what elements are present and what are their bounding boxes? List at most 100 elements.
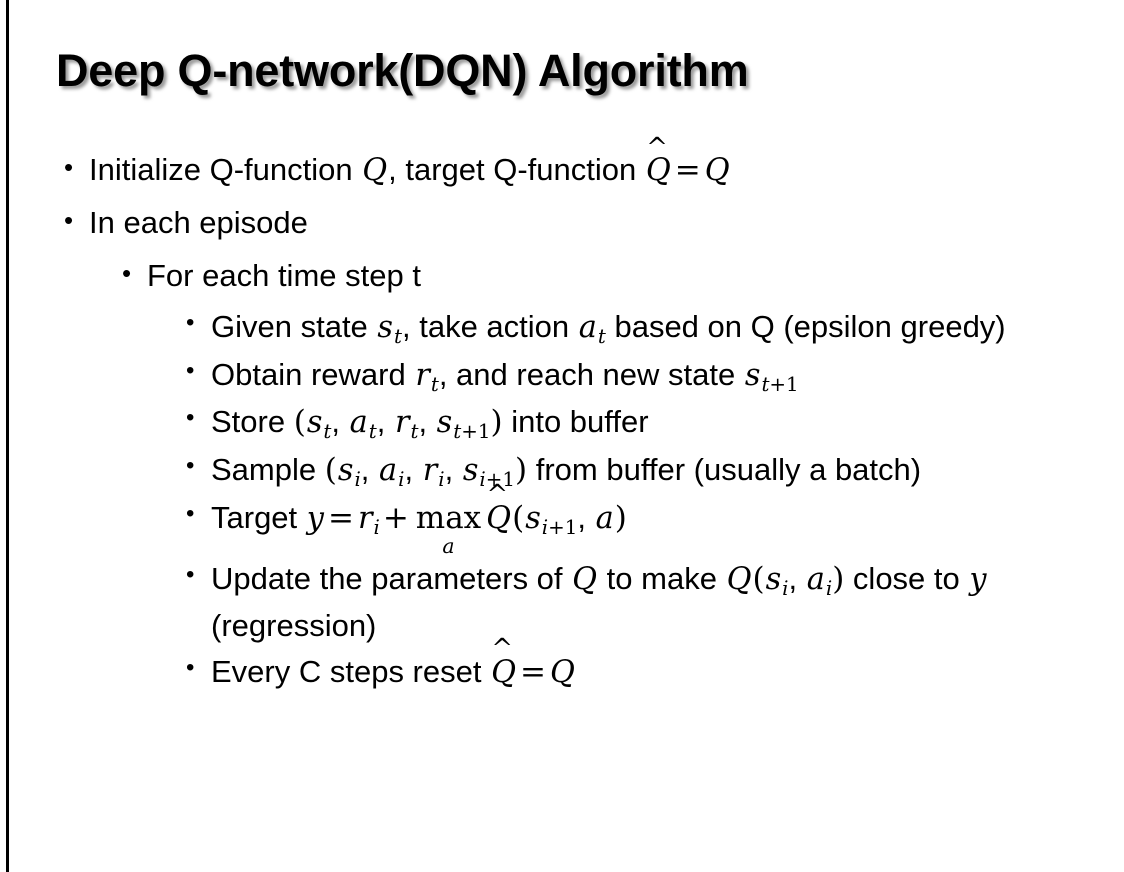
text-run: , take action [401,308,578,344]
math-operator: = [327,499,354,536]
text-run: into buffer [502,404,649,440]
text-run: (regression) [211,607,377,643]
math-subscript: i [825,577,833,601]
math-subscript: t [394,324,402,348]
math-subscript: i [373,515,380,539]
math-variable: Q [704,153,730,188]
math-subscript: i [782,577,789,601]
math-variable: Q [726,562,752,598]
math-variable: Q [572,562,598,598]
math-variable: y [969,562,987,598]
math-subscripted-variable: rt [415,357,439,396]
text-run: , [444,452,462,488]
text-run: Given state [211,308,377,344]
bullet-dot-icon: • [186,653,195,681]
bullet-dot-icon: • [186,499,195,527]
bullet-text: In each episode [89,201,969,246]
text-run: , and reach new state [438,356,744,392]
bullet-dot-icon: • [186,308,195,336]
bullet-item-obtain-reward: • Obtain reward rt, and reach new state s… [0,353,1124,400]
bullet-dot-icon: • [186,561,195,589]
math-subscripted-variable: ri [357,500,380,539]
bullet-dot-icon: • [64,152,74,182]
math-subscripted-variable: si [337,453,361,491]
circumflex-accent-icon: ^ [646,132,668,163]
bullet-text: For each time step t [147,254,1027,299]
text-run: Initialize Q-function [89,152,362,187]
bullet-text: Update the parameters of Q to make Q(si,… [211,557,1091,649]
bullet-item-for-each-time-step: • For each time step t [0,254,1124,299]
text-run: close to [844,561,969,597]
text-run: , [404,452,422,488]
text-run: Every C steps reset [211,653,491,689]
bullet-text: Sample (si, ai, ri, si+1) from buffer (u… [211,448,1091,495]
text-run: , [577,499,595,535]
math-subscripted-variable: at [349,405,377,444]
bullet-item-reset-target-network: • Every C steps reset Q^=Q [0,637,1124,695]
text-run: In each episode [89,205,308,241]
bullet-text: Store (st, at, rt, st+1) into buffer [211,400,1091,447]
math-subscript: i+1 [541,515,578,539]
math-subscripted-variable: at [578,309,606,348]
text-run: Target [211,499,306,535]
bullet-item-update-parameters: • Update the parameters of Q to make Q(si… [0,557,1124,649]
math-paren: ( [293,404,306,441]
math-operator: + [382,499,409,536]
math-subscripted-variable: si+1 [462,453,515,491]
text-run: Obtain reward [211,356,415,392]
math-subscripted-variable: ri [422,453,445,491]
math-subscripted-variable: rt [394,405,419,444]
math-subscripted-variable: ai [806,562,833,601]
bullet-text: Obtain reward rt, and reach new state st… [211,353,1091,400]
bullet-dot-icon: • [64,205,74,236]
math-variable: a [595,500,614,536]
bullet-text: Given state st, take action at based on … [211,305,1091,352]
math-variable: Q [362,153,388,188]
math-variable: y [306,500,324,536]
math-subscript: t+1 [453,420,491,444]
text-run: Sample [211,452,325,488]
math-subscript: t [410,420,419,444]
text-run: For each time step t [147,257,421,293]
math-subscripted-variable: ai [379,453,405,491]
text-run: , [376,404,394,440]
math-subscript: i [398,467,405,491]
math-subscripted-variable: st [377,309,402,348]
bullet-text: Every C steps reset Q^=Q [211,637,1091,695]
math-operator: = [674,152,701,188]
bullet-dot-icon: • [122,257,132,288]
math-variable-hat: Q^ [645,132,671,188]
text-run: based on Q (epsilon greedy) [605,308,1006,344]
bullet-item-given-state: • Given state st, take action at based on… [0,305,1124,352]
math-subscript: i [438,467,445,491]
bullet-dot-icon: • [186,404,195,432]
circumflex-accent-icon: ^ [486,480,509,511]
math-subscript: t [597,324,606,348]
math-subscripted-variable: si+1 [525,500,578,539]
math-paren: ) [832,561,845,598]
math-max-subscript: a [442,533,455,558]
math-subscript: t [430,372,439,396]
text-run: , [360,452,379,488]
math-paren: ( [512,499,525,536]
text-run: , target Q-function [388,152,645,187]
text-run: from buffer (usually a batch) [527,452,922,488]
math-subscripted-variable: st+1 [436,405,491,444]
math-subscript: i [354,467,361,491]
math-subscript: t+1 [761,372,799,396]
bullet-dot-icon: • [186,356,195,384]
page-title: Deep Q-network(DQN) Algorithm [56,45,749,96]
math-variable-hat: Q^ [486,480,512,536]
text-run: , [788,561,806,597]
math-subscript: t [323,420,332,444]
text-run: , [331,404,349,440]
bullet-dot-icon: • [186,452,195,480]
text-run: to make [598,561,726,597]
text-run: , [418,404,436,440]
text-run: Store [211,404,294,440]
math-paren: ) [515,452,528,489]
math-variable: Q [549,654,575,690]
